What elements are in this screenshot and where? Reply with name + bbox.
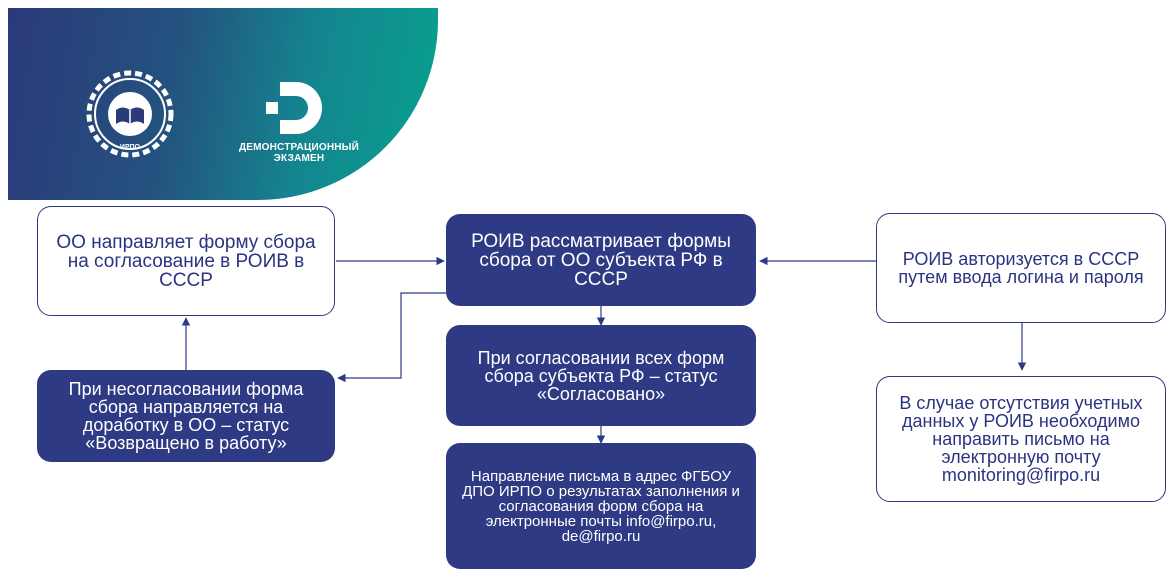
logo-title-line2: ЭКЗАМЕН	[273, 153, 325, 164]
header-banner: ИРПО ДЕМОНСТРАЦИОННЫЙ ЭКЗАМЕН	[8, 8, 438, 200]
box-send-letter: Направление письма в адрес ФГБОУ ДПО ИРП…	[446, 443, 756, 569]
logo-title-line1: ДЕМОНСТРАЦИОННЫЙ	[238, 142, 360, 153]
box-oo-sends-form-text: ОО направляет форму сбора на согласовани…	[56, 231, 316, 291]
box-all-approved: При согласовании всех форм сбора субъект…	[446, 325, 756, 426]
box-roiv-auth-text: РОИВ авторизуется в СССР путем ввода лог…	[898, 249, 1144, 287]
demo-exam-logo-icon	[266, 82, 322, 134]
box-roiv-reviews: РОИВ рассматривает формы сбора от ОО суб…	[446, 214, 756, 306]
box-send-letter-text: Направление письма в адрес ФГБОУ ДПО ИРП…	[462, 467, 740, 545]
box-not-approved-text: При несогласовании форма сбора направляе…	[68, 379, 304, 453]
box-not-approved: При несогласовании форма сбора направляе…	[37, 370, 335, 462]
box-oo-sends-form: ОО направляет форму сбора на согласовани…	[37, 206, 335, 316]
box-roiv-reviews-text: РОИВ рассматривает формы сбора от ОО суб…	[471, 230, 731, 290]
box-roiv-auth: РОИВ авторизуется в СССР путем ввода лог…	[876, 213, 1166, 323]
emblem-text: ИРПО	[120, 144, 141, 151]
box-all-approved-text: При согласовании всех форм сбора субъект…	[477, 347, 725, 404]
arrow-roiv-to-not-approved	[337, 292, 446, 383]
box-no-credentials-text: В случае отсутствия учетных данных у РОИ…	[899, 393, 1143, 485]
demo-exam-logo-caption: ДЕМОНСТРАЦИОННЫЙ ЭКЗАМЕН	[214, 142, 384, 164]
irpo-emblem-logo: ИРПО	[86, 70, 174, 158]
box-no-credentials: В случае отсутствия учетных данных у РОИ…	[876, 376, 1166, 502]
